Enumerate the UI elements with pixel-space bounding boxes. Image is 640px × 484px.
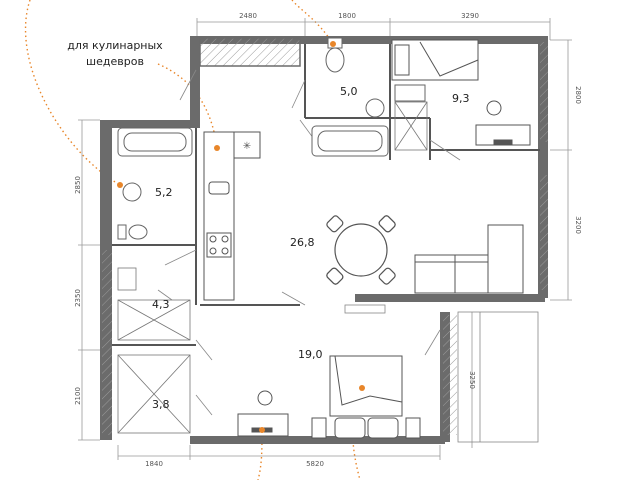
- dim-left-3: 2100: [74, 387, 82, 405]
- wall-top-left-vertical: [190, 38, 200, 128]
- dimension-labels: 2480 1800 3290 2850 2350 2100 2800 3200 …: [74, 12, 582, 468]
- annotation-dots: [117, 41, 365, 433]
- bedroom-furniture: [237, 355, 421, 439]
- wall-bottom: [190, 436, 445, 444]
- kitchen: ✳: [203, 131, 261, 301]
- top-bathroom-fixtures: [311, 37, 426, 157]
- dim-right-1: 2800: [574, 86, 582, 104]
- wardrobe-top: [394, 101, 428, 151]
- dim-bottom-1: 1840: [145, 460, 163, 468]
- dim-right-3: 3250: [468, 371, 476, 389]
- annotation-dot-bed: [359, 385, 365, 391]
- interior-walls: [112, 44, 540, 346]
- area-laundry: 4,3: [152, 298, 170, 311]
- double-bed: [329, 355, 403, 417]
- kitchen-sink: [208, 181, 230, 195]
- toilet-bowl-top: [325, 47, 345, 73]
- kitchen-caption: для кулинарных шедевров: [50, 38, 180, 70]
- desk-small: [475, 124, 531, 146]
- hatched-walls: [102, 37, 548, 435]
- balcony: [344, 304, 539, 443]
- dim-top-2: 1800: [338, 12, 356, 20]
- nightstand-left: [311, 417, 327, 439]
- wall-right: [538, 36, 548, 298]
- window-balcony: [344, 304, 386, 314]
- area-bedroom-small: 9,3: [452, 92, 470, 105]
- desk-small-drawer: [493, 139, 513, 145]
- room-labels: 5,0 9,3 5,2 26,8 4,3 3,8 19,0: [152, 85, 470, 411]
- nightstand-right: [405, 417, 421, 439]
- kitchen-counter: [203, 131, 235, 301]
- sofa: [414, 224, 524, 294]
- annotation-dot-top: [330, 41, 336, 47]
- dim-top-3: 3290: [461, 12, 479, 20]
- laundry-storage: [117, 267, 191, 434]
- annotation-dot-kitchen: [214, 145, 220, 151]
- dim-top-1: 2480: [239, 12, 257, 20]
- walls: [100, 36, 548, 444]
- desk-bedroom: [237, 413, 289, 437]
- pillow-left: [334, 417, 366, 439]
- bed-cover: [419, 41, 479, 77]
- sink-left: [122, 182, 142, 202]
- wall-top: [190, 36, 540, 44]
- chair-bedroom: [257, 390, 273, 406]
- area-bedroom: 19,0: [298, 348, 323, 361]
- kitchen-caption-line-2: шедевров: [86, 55, 144, 68]
- annotation-dot-desk: [259, 427, 265, 433]
- sink-top: [365, 98, 385, 118]
- kitchen-caption-line-1: для кулинарных: [67, 39, 163, 52]
- area-bath-left: 5,2: [155, 186, 173, 199]
- washing-machine-top: [394, 84, 426, 102]
- dimension-lines: [78, 18, 572, 460]
- dining-table: [334, 223, 388, 277]
- wall-balcony: [355, 294, 545, 302]
- area-living: 26,8: [290, 236, 315, 249]
- dim-bottom-2: 5820: [306, 460, 324, 468]
- washer-laundry: [117, 267, 137, 291]
- dim-right-2: 3200: [574, 216, 582, 234]
- toilet-left: [128, 224, 148, 240]
- chair-small: [486, 100, 502, 116]
- snowflake-icon: ✳: [243, 141, 251, 152]
- annotation-dot-left: [117, 182, 123, 188]
- kitchen-corner-unit: [233, 131, 261, 159]
- left-bathroom-fixtures: [117, 127, 193, 240]
- area-storage: 3,8: [152, 398, 170, 411]
- dim-left-2: 2350: [74, 289, 82, 307]
- wall-top-left: [100, 120, 196, 128]
- area-bath-top: 5,0: [340, 85, 358, 98]
- double-bed-cover: [334, 355, 403, 406]
- dim-left-1: 2850: [74, 176, 82, 194]
- small-bedroom-furniture: [391, 39, 531, 146]
- pillow-right: [367, 417, 399, 439]
- dining-set: [326, 215, 396, 285]
